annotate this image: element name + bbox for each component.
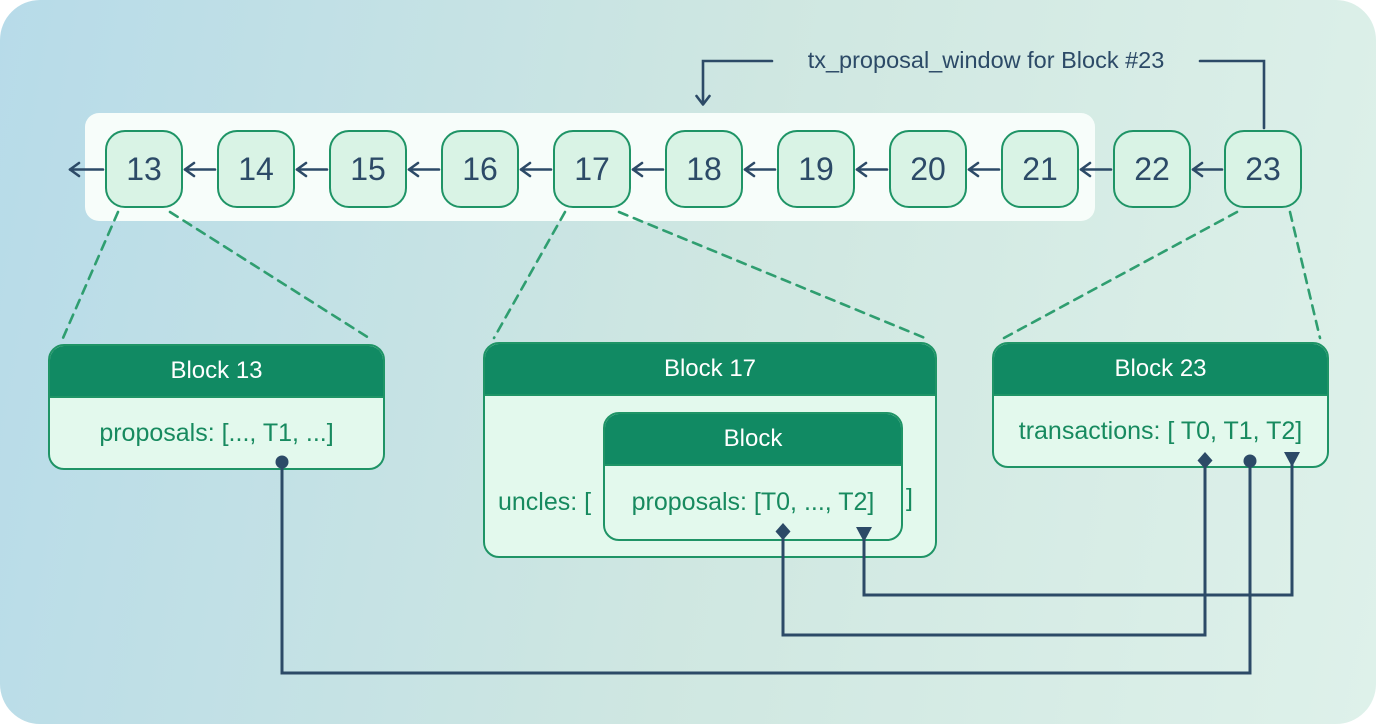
card-uncle-block: Block proposals: [T0, ..., T2] [603, 412, 903, 541]
chain-block-19: 19 [777, 130, 855, 208]
chain-block-17: 17 [553, 130, 631, 208]
card-block-23-body: transactions: [ T0, T1, T2] [1018, 416, 1303, 445]
down-arrow-icon [695, 94, 711, 106]
card-block-23: Block 23 transactions: [ T0, T1, T2] [992, 342, 1329, 468]
zoom-guide-lines [61, 210, 1322, 340]
card-block-23-title: Block 23 [994, 344, 1327, 396]
card-block-13-title: Block 13 [50, 346, 383, 398]
tx-proposal-window-label: tx_proposal_window for Block #23 [807, 47, 1165, 73]
chain-block-20: 20 [889, 130, 967, 208]
chain-block-13: 13 [105, 130, 183, 208]
card-uncle-block-body: proposals: [T0, ..., T2] [631, 488, 875, 516]
chain-block-21: 21 [1001, 130, 1079, 208]
chain-block-18: 18 [665, 130, 743, 208]
uncles-open-bracket: uncles: [ [498, 488, 592, 516]
card-block-13: Block 13 proposals: [..., T1, ...] [48, 344, 385, 470]
chain-block-23: 23 [1224, 130, 1302, 208]
card-uncle-block-title: Block [605, 414, 901, 466]
chain-block-14: 14 [217, 130, 295, 208]
label-to-block23-line [1198, 59, 1266, 130]
card-block-17-title: Block 17 [485, 344, 935, 396]
chain-block-15: 15 [329, 130, 407, 208]
uncles-close-bracket: ] [906, 484, 913, 512]
chain-block-16: 16 [441, 130, 519, 208]
chain-block-22: 22 [1113, 130, 1191, 208]
card-block-13-body: proposals: [..., T1, ...] [99, 418, 334, 447]
